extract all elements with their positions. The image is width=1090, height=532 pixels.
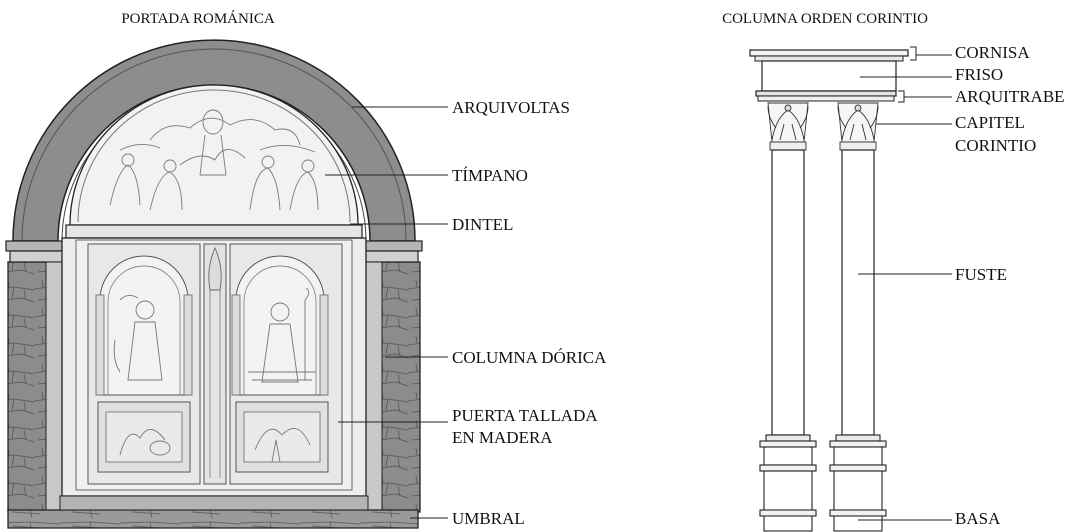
label-fuste: FUSTE xyxy=(955,265,1007,284)
label-puerta-line2: EN MADERA xyxy=(452,428,553,447)
label-columna-dorica: COLUMNA DÓRICA xyxy=(452,348,607,367)
label-timpano: TÍMPANO xyxy=(452,166,528,185)
portada-title: PORTADA ROMÁNICA xyxy=(121,10,275,27)
capitel-corintio xyxy=(767,102,879,151)
portada-leader-lines xyxy=(325,106,448,519)
label-cornisa: CORNISA xyxy=(955,43,1030,62)
label-arquivoltas: ARQUIVOLTAS xyxy=(452,98,570,117)
label-puerta-line1: PUERTA TALLADA xyxy=(452,406,598,425)
columna-leader-lines xyxy=(858,46,952,521)
label-dintel: DINTEL xyxy=(452,215,513,234)
umbral xyxy=(7,509,419,529)
columna-dorica-derecha xyxy=(365,261,383,513)
timpano-relief xyxy=(109,109,319,211)
label-arquitrabe: ARQUITRABE xyxy=(955,87,1065,106)
puerta-tallada xyxy=(87,243,343,485)
label-capitel-line2: CORINTIO xyxy=(955,136,1036,155)
label-friso: FRISO xyxy=(955,65,1003,84)
label-basa: BASA xyxy=(955,509,1001,528)
portada-romanica: PORTADA ROMÁNICA xyxy=(5,10,607,529)
capiteles-portada xyxy=(5,240,423,263)
label-umbral: UMBRAL xyxy=(452,509,525,528)
columna-corintia: COLUMNA ORDEN CORINTIO xyxy=(722,11,1065,532)
arquivoltas-arch xyxy=(12,39,416,242)
timpano xyxy=(69,84,359,226)
fuste xyxy=(771,149,875,436)
dintel xyxy=(65,224,363,239)
columna-title: COLUMNA ORDEN CORINTIO xyxy=(722,11,928,27)
basa xyxy=(759,434,887,532)
arquitrabe xyxy=(755,90,897,97)
label-capitel-line1: CAPITEL xyxy=(955,113,1025,132)
columna-dorica-izquierda xyxy=(45,261,63,513)
cornisa xyxy=(749,49,909,57)
friso xyxy=(761,60,897,92)
